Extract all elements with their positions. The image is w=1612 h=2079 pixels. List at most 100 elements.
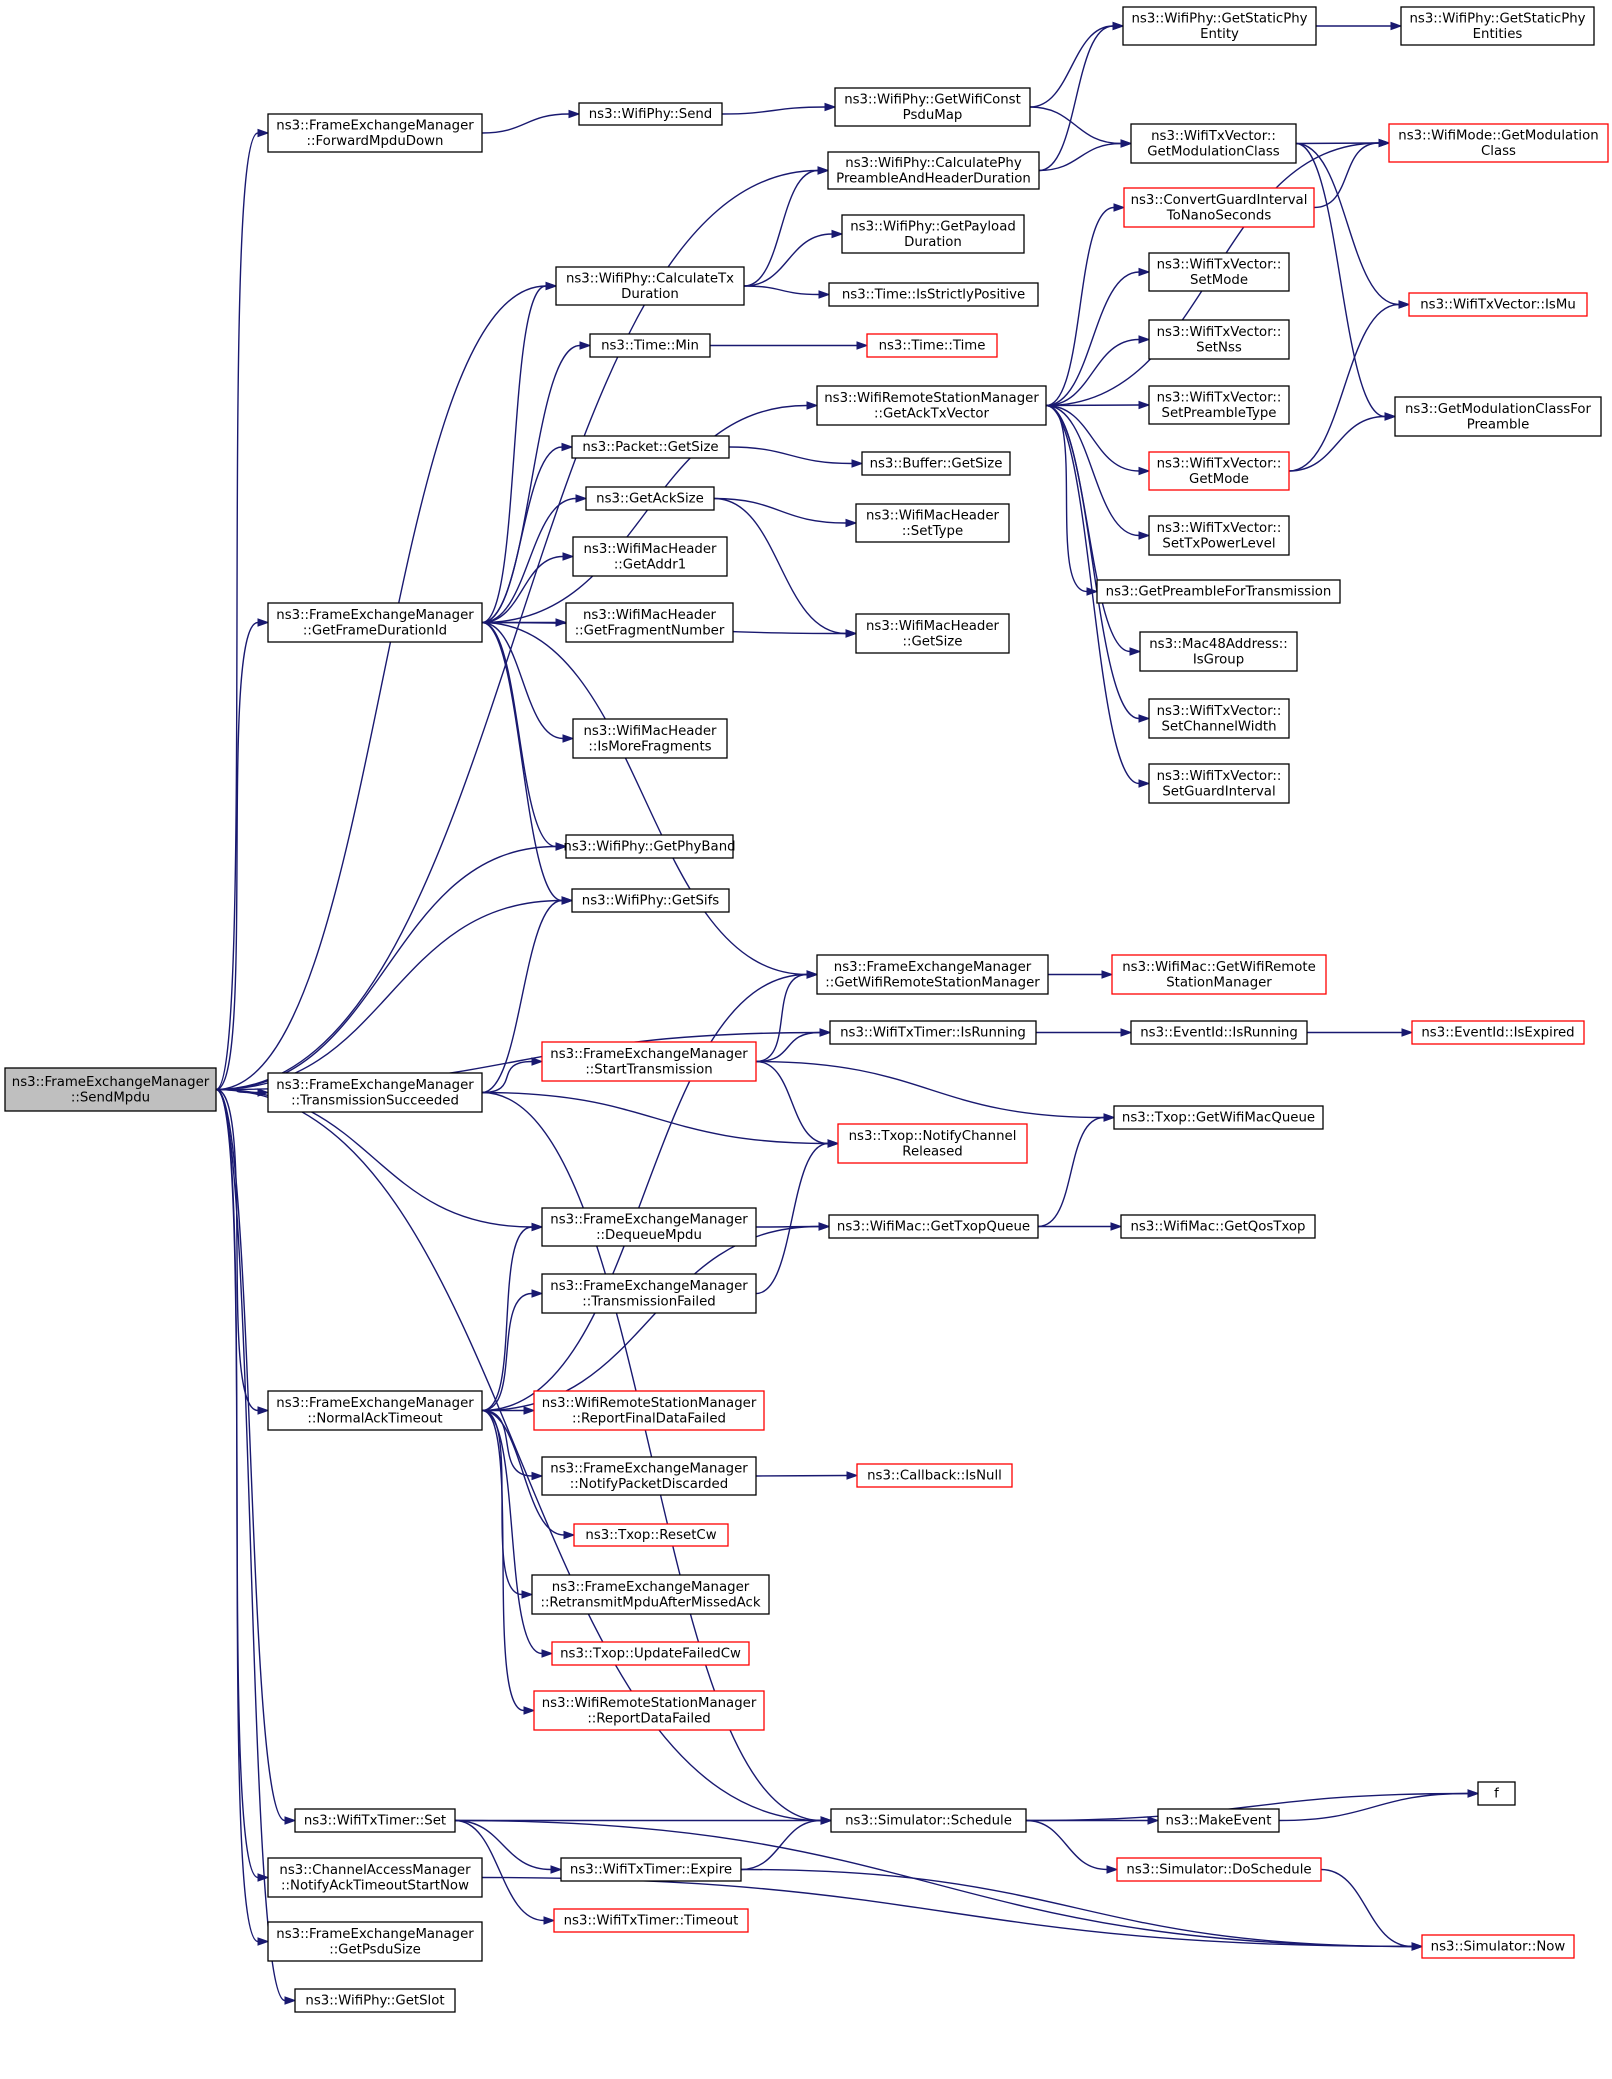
node-get-phy-band[interactable]: ns3::WifiPhy::GetPhyBand	[563, 834, 736, 859]
node-is-group[interactable]: ns3::Mac48Address::IsGroup	[1139, 631, 1298, 672]
node-event-is-expired[interactable]: ns3::EventId::IsExpired	[1411, 1020, 1585, 1045]
node-root[interactable]: ns3::FrameExchangeManager::SendMpdu	[4, 1067, 217, 1112]
node-tx-vec-get-mode[interactable]: ns3::WifiTxVector::GetMode	[1148, 451, 1290, 491]
node-mac-get-wifi-rsm[interactable]: ns3::WifiMac::GetWifiRemoteStationManage…	[1111, 954, 1327, 995]
node-tx-failed[interactable]: ns3::FrameExchangeManager::TransmissionF…	[541, 1273, 757, 1314]
node-get-addr1[interactable]: ns3::WifiMacHeader::GetAddr1	[572, 536, 728, 577]
node-box	[533, 1390, 765, 1431]
node-report-data-failed[interactable]: ns3::WifiRemoteStationManager::ReportDat…	[533, 1690, 765, 1731]
node-get-slot[interactable]: ns3::WifiPhy::GetSlot	[294, 1988, 456, 2013]
node-time-min[interactable]: ns3::Time::Min	[589, 333, 711, 358]
node-get-wifi-mac-queue[interactable]: ns3::Txop::GetWifiMacQueue	[1113, 1105, 1324, 1130]
edge-notify-packet-discarded-to-callback-is-null	[755, 1471, 859, 1480]
node-get-mod-class-mode[interactable]: ns3::WifiMode::GetModulationClass	[1388, 123, 1609, 163]
node-box	[541, 1456, 757, 1496]
node-mac-hdr-get-size[interactable]: ns3::WifiMacHeader::GetSize	[855, 613, 1010, 654]
node-label: ns3::Simulator::DoSchedule	[1126, 1863, 1311, 1878]
node-tx-timer-expire[interactable]: ns3::WifiTxTimer::Expire	[560, 1857, 742, 1882]
node-notify-ack-timeout-start-now[interactable]: ns3::ChannelAccessManager::NotifyAckTime…	[267, 1857, 483, 1898]
edge-get-ack-tx-vector-to-set-preamble-type	[1045, 400, 1151, 410]
node-label: ns3::Txop::NotifyChannel	[849, 1129, 1017, 1144]
node-set-nss[interactable]: ns3::WifiTxVector::SetNss	[1148, 319, 1290, 360]
node-box	[1411, 1020, 1585, 1045]
node-get-frame-duration-id[interactable]: ns3::FrameExchangeManager::GetFrameDurat…	[267, 602, 483, 643]
node-box	[589, 333, 711, 358]
edge-get-wifi-const-psdu-map-to-get-mod-class-tx	[1029, 106, 1133, 148]
node-time-time[interactable]: ns3::Time::Time	[866, 333, 998, 358]
node-label: StationManager	[1166, 975, 1272, 990]
node-callback-is-null[interactable]: ns3::Callback::IsNull	[856, 1463, 1013, 1488]
node-calc-preamble[interactable]: ns3::WifiPhy::CalculatePhyPreambleAndHea…	[827, 151, 1040, 190]
node-mac-hdr-set-type[interactable]: ns3::WifiMacHeader::SetType	[855, 503, 1010, 543]
node-reset-cw[interactable]: ns3::Txop::ResetCw	[573, 1523, 729, 1547]
edge-tx-succeeded-to-get-sifs	[481, 896, 574, 1094]
node-dequeue-mpdu[interactable]: ns3::FrameExchangeManager::DequeueMpdu	[541, 1207, 757, 1247]
node-make-event[interactable]: ns3::MakeEvent	[1157, 1808, 1280, 1833]
node-retransmit-mpdu[interactable]: ns3::FrameExchangeManager::RetransmitMpd…	[531, 1574, 770, 1615]
node-get-psdu-size[interactable]: ns3::FrameExchangeManager::GetPsduSize	[267, 1921, 483, 1962]
node-box	[565, 834, 734, 859]
node-get-fragment-number[interactable]: ns3::WifiMacHeader::GetFragmentNumber	[565, 602, 734, 643]
node-tx-succeeded[interactable]: ns3::FrameExchangeManager::TransmissionS…	[267, 1072, 483, 1113]
node-sim-schedule[interactable]: ns3::Simulator::Schedule	[830, 1808, 1027, 1833]
node-event-is-running[interactable]: ns3::EventId::IsRunning	[1130, 1020, 1308, 1045]
node-sim-do-schedule[interactable]: ns3::Simulator::DoSchedule	[1116, 1857, 1322, 1882]
node-label: SetNss	[1196, 340, 1242, 355]
node-box	[541, 1041, 757, 1082]
node-label: ns3::WifiPhy::GetWifiConst	[844, 92, 1021, 107]
node-box	[267, 1390, 483, 1431]
node-set-guard-interval[interactable]: ns3::WifiTxVector::SetGuardInterval	[1148, 763, 1290, 804]
node-get-ack-tx-vector[interactable]: ns3::WifiRemoteStationManager::GetAckTxV…	[816, 385, 1047, 426]
node-tx-timer-is-running[interactable]: ns3::WifiTxTimer::IsRunning	[829, 1020, 1037, 1045]
node-notify-packet-discarded[interactable]: ns3::FrameExchangeManager::NotifyPacketD…	[541, 1456, 757, 1496]
edge-tx-timer-is-running-to-event-is-running	[1035, 1028, 1133, 1037]
node-get-ack-size[interactable]: ns3::GetAckSize	[585, 486, 715, 511]
node-label: ns3::WifiPhy::GetSifs	[582, 894, 720, 909]
node-start-tx[interactable]: ns3::FrameExchangeManager::StartTransmis…	[541, 1041, 757, 1082]
node-get-sifs[interactable]: ns3::WifiPhy::GetSifs	[571, 888, 730, 913]
node-get-txop-queue[interactable]: ns3::WifiMac::GetTxopQueue	[828, 1214, 1039, 1239]
node-set-channel-width[interactable]: ns3::WifiTxVector::SetChannelWidth	[1148, 698, 1290, 739]
node-packet-get-size[interactable]: ns3::Packet::GetSize	[571, 435, 730, 459]
edge-get-ack-tx-vector-to-set-channel-width	[1045, 404, 1151, 723]
node-tx-timer-set[interactable]: ns3::WifiTxTimer::Set	[294, 1808, 456, 1833]
node-is-mu[interactable]: ns3::WifiTxVector::IsMu	[1408, 292, 1588, 317]
node-get-preamble-for-tx[interactable]: ns3::GetPreambleForTransmission	[1096, 579, 1341, 604]
edge-root-to-notify-ack-timeout-start-now	[215, 1088, 270, 1882]
node-label: ns3::WifiTxVector::	[1157, 704, 1282, 719]
node-set-preamble-type[interactable]: ns3::WifiTxVector::SetPreambleType	[1148, 385, 1290, 425]
node-buffer-get-size[interactable]: ns3::Buffer::GetSize	[861, 451, 1011, 476]
node-set-tx-power-level[interactable]: ns3::WifiTxVector::SetTxPowerLevel	[1148, 515, 1290, 556]
node-update-failed-cw[interactable]: ns3::Txop::UpdateFailedCw	[551, 1641, 750, 1666]
node-is-strictly-positive[interactable]: ns3::Time::IsStrictlyPositive	[828, 282, 1039, 307]
node-box	[1130, 123, 1297, 164]
node-get-mod-class-tx[interactable]: ns3::WifiTxVector::GetModulationClass	[1130, 123, 1297, 164]
node-sim-now[interactable]: ns3::Simulator::Now	[1421, 1934, 1575, 1959]
node-tx-timer-timeout[interactable]: ns3::WifiTxTimer::Timeout	[553, 1908, 749, 1933]
node-f[interactable]: f	[1477, 1781, 1516, 1806]
edge-root-to-get-psdu-size	[215, 1088, 270, 1946]
node-normal-ack-timeout[interactable]: ns3::FrameExchangeManager::NormalAckTime…	[267, 1390, 483, 1431]
node-is-more-fragments[interactable]: ns3::WifiMacHeader::IsMoreFragments	[572, 718, 728, 759]
edge-get-frame-duration-id-to-get-ack-size	[481, 494, 588, 624]
node-fwd-mpdu-down[interactable]: ns3::FrameExchangeManager::ForwardMpduDo…	[267, 113, 483, 153]
node-label: ns3::WifiMacHeader	[583, 608, 717, 623]
node-phy-send[interactable]: ns3::WifiPhy::Send	[578, 102, 723, 126]
node-label: ns3::WifiTxTimer::Expire	[570, 1863, 732, 1878]
node-report-final-data-failed[interactable]: ns3::WifiRemoteStationManager::ReportFin…	[533, 1390, 765, 1431]
node-label: ::TransmissionSucceeded	[291, 1093, 459, 1108]
node-get-wifi-rsm[interactable]: ns3::FrameExchangeManager::GetWifiRemote…	[816, 954, 1049, 995]
node-box	[1148, 319, 1290, 360]
node-label: ns3::WifiPhy::GetPhyBand	[563, 840, 735, 855]
node-set-mode[interactable]: ns3::WifiTxVector::SetMode	[1148, 252, 1290, 292]
node-get-qos-txop[interactable]: ns3::WifiMac::GetQosTxop	[1120, 1214, 1316, 1239]
